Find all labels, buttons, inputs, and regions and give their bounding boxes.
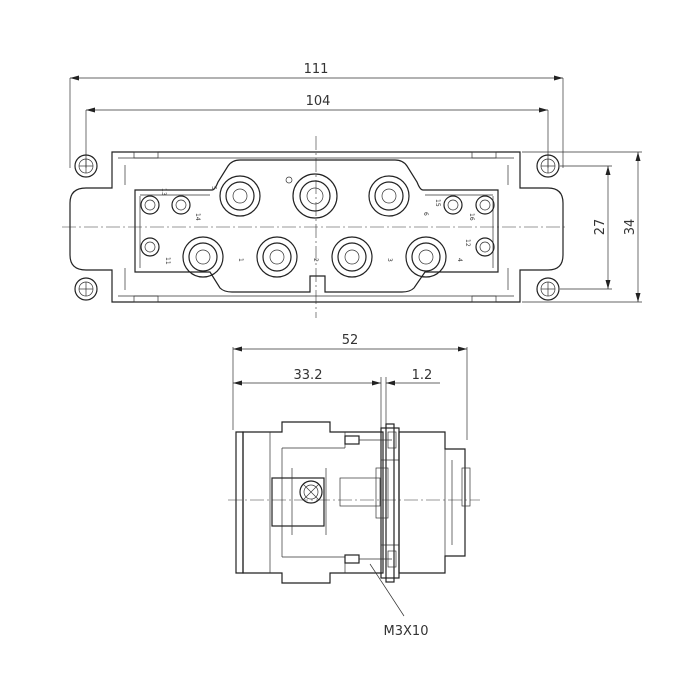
contact-4 — [405, 236, 447, 278]
contact-13 — [140, 195, 160, 215]
mounting-screw-top-right — [536, 154, 560, 178]
contact-1 — [182, 236, 224, 278]
contact-label-2: 2 — [312, 258, 319, 262]
insert-outline — [69, 151, 564, 303]
contact-11 — [140, 237, 160, 257]
dimension-label-52: 52 — [342, 333, 359, 348]
contact-label-5: 5 — [210, 186, 217, 190]
top-view: 111 104 — [62, 62, 642, 318]
contact-label-6: 6 — [422, 212, 429, 216]
dimension-label-1-2: 1.2 — [412, 368, 433, 383]
contact-12 — [475, 237, 495, 257]
dimension-label-34: 34 — [623, 219, 638, 236]
contact-carrier-outline — [134, 159, 499, 293]
contact-label-15: 15 — [434, 199, 441, 207]
m3x10-callout: M3X10 — [369, 563, 429, 639]
dimension-104: 104 — [85, 94, 549, 168]
contact-2 — [256, 236, 298, 278]
fixing-screw-bottom — [344, 550, 397, 568]
contact-16 — [475, 195, 495, 215]
contact-14 — [171, 195, 191, 215]
screw-callout-label: M3X10 — [384, 624, 429, 639]
dimension-label-27: 27 — [593, 219, 608, 236]
contact-label-14: 14 — [194, 213, 201, 221]
contact-label-12: 12 — [464, 239, 471, 247]
fixing-screw-top — [344, 431, 397, 449]
contact-3 — [331, 236, 373, 278]
contact-5 — [219, 175, 261, 217]
contact-label-11: 11 — [164, 257, 171, 265]
contact-label-3: 3 — [386, 258, 393, 262]
mounting-screw-bottom-right — [536, 277, 560, 301]
contact-6 — [368, 175, 410, 217]
mounting-screw-bottom-left — [74, 277, 98, 301]
contact-15 — [443, 195, 463, 215]
dimension-34: 34 — [522, 151, 642, 303]
mounting-screw-top-left — [74, 154, 98, 178]
dimension-label-111: 111 — [304, 62, 329, 77]
contact-pe — [285, 173, 338, 219]
contact-label-1: 1 — [237, 258, 244, 262]
contact-label-13: 13 — [160, 188, 167, 196]
side-view: 52 33.2 1.2 — [228, 333, 480, 639]
dimension-27: 27 — [560, 165, 612, 290]
contact-label-4: 4 — [456, 258, 463, 262]
clamp-screw — [271, 467, 389, 535]
dimension-label-104: 104 — [306, 94, 331, 109]
dimension-52: 52 — [232, 333, 468, 440]
contact-label-16: 16 — [468, 213, 475, 221]
dimension-33-2: 33.2 — [233, 368, 382, 430]
side-body-outline — [242, 421, 384, 584]
dimension-1-2: 1.2 — [385, 368, 440, 430]
dimension-111: 111 — [69, 62, 564, 168]
dimension-label-33-2: 33.2 — [294, 368, 323, 383]
